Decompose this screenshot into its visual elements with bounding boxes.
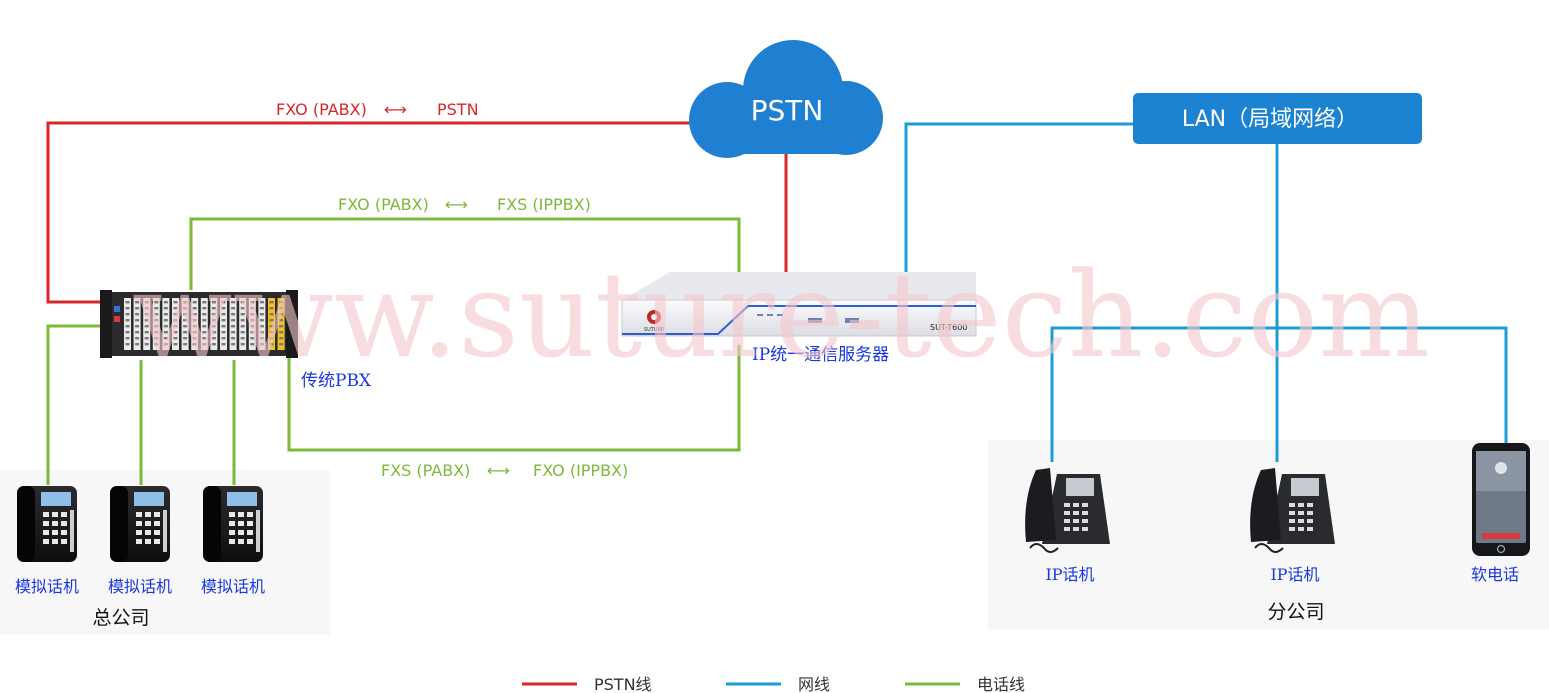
ip-phone-label: IP话机 — [1270, 565, 1319, 584]
svg-text:FXO (IPPBX): FXO (IPPBX) — [533, 461, 628, 480]
pstn-lines — [46, 121, 788, 304]
ip-phone-icon — [1025, 468, 1110, 553]
analog-phone-icon — [110, 486, 170, 562]
lan-box-label: LAN（局域网络） — [1182, 107, 1358, 132]
server-label: IP统一通信服务器 — [752, 345, 889, 365]
analog-phone-label: 模拟话机 — [108, 577, 172, 596]
svg-text:PSTN: PSTN — [437, 100, 479, 119]
head-office-label: 总公司 — [92, 607, 149, 629]
legend-item: 电话线 — [905, 675, 1025, 693]
analog-phone-icon — [17, 486, 77, 562]
legend-label: 网线 — [798, 675, 830, 693]
svg-text:⟷: ⟷ — [445, 195, 468, 214]
svg-text:FXS (IPPBX): FXS (IPPBX) — [497, 195, 591, 214]
ip-phone-icon — [1250, 468, 1335, 553]
phone-lines — [46, 217, 741, 485]
legend-label: 电话线 — [977, 675, 1025, 693]
legend-label: PSTN线 — [594, 675, 652, 693]
legend-item: PSTN线 — [522, 675, 652, 693]
ip-server-icon: SUTURE SUT-T600 — [621, 272, 977, 337]
watermark: www.suture-tech.com — [132, 246, 1430, 384]
analog-phone-icon — [203, 486, 263, 562]
svg-text:⟷: ⟷ — [384, 100, 407, 119]
svg-text:FXO (PABX): FXO (PABX) — [338, 195, 429, 214]
analog-phone-label: 模拟话机 — [15, 577, 79, 596]
softphone-label: 软电话 — [1471, 565, 1519, 584]
link-label-pstn-pabx: FXO (PABX) ⟷ PSTN — [276, 100, 479, 119]
smartphone-icon — [1472, 443, 1530, 556]
network-lines — [904, 122, 1508, 462]
svg-text:FXO (PABX): FXO (PABX) — [276, 100, 367, 119]
link-label-fxs-fxo: FXS (PABX) ⟷ FXO (IPPBX) — [381, 461, 628, 480]
legend-item: 网线 — [726, 675, 830, 693]
pbx-label: 传统PBX — [301, 371, 372, 391]
svg-text:⟷: ⟷ — [487, 461, 510, 480]
server-model: SUT-T600 — [930, 323, 967, 332]
pstn-cloud: PSTN — [689, 40, 883, 158]
legend: PSTN线 网线 电话线 — [522, 675, 1025, 693]
ip-phone-label: IP话机 — [1045, 565, 1094, 584]
branch-label: 分公司 — [1267, 601, 1324, 623]
pstn-cloud-label: PSTN — [751, 94, 824, 127]
analog-phone-label: 模拟话机 — [201, 577, 265, 596]
lan-box: LAN（局域网络） — [1133, 93, 1422, 144]
svg-text:FXS (PABX): FXS (PABX) — [381, 461, 470, 480]
link-label-fxo-fxs: FXO (PABX) ⟷ FXS (IPPBX) — [338, 195, 591, 214]
pbx-rack-icon — [100, 290, 298, 358]
server-brand: SUTURE — [644, 327, 664, 333]
